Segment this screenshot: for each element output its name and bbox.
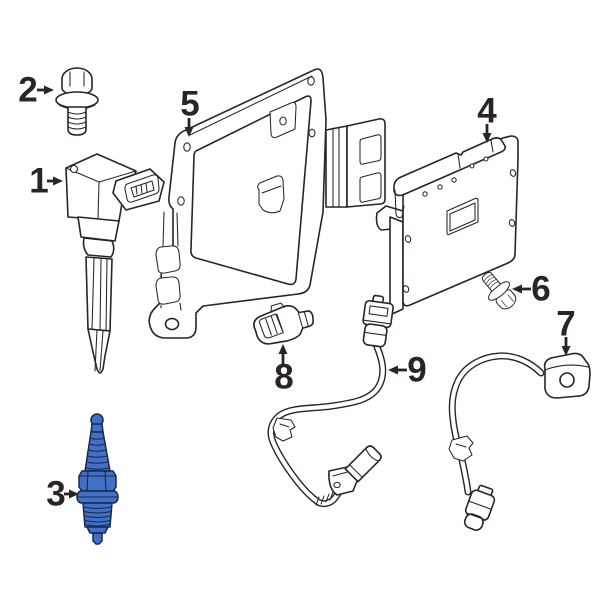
callout-7-arrow-head <box>561 346 571 356</box>
bracket-arm-slots <box>359 134 382 203</box>
callout-3-arrow-head <box>69 489 79 499</box>
callout-2-arrow-head <box>44 85 54 95</box>
coil-neck <box>82 237 115 258</box>
bracket-hole <box>183 142 191 152</box>
plug-electrode <box>92 532 103 545</box>
callout-1[interactable]: 1 <box>29 162 63 201</box>
coil-collar <box>77 216 120 242</box>
bracket-hole <box>177 196 185 206</box>
part-small-position-sensor[interactable] <box>250 296 318 349</box>
bolt-shaft <box>67 106 87 136</box>
knock-connector <box>463 484 496 531</box>
module-hole <box>404 235 412 243</box>
callout-5-arrow-head <box>184 127 194 137</box>
part-coil-bolt[interactable] <box>55 67 99 136</box>
harness-corrugation <box>315 491 334 506</box>
bracket-side-bump <box>155 245 181 274</box>
part-control-module[interactable] <box>375 135 519 316</box>
callout-7[interactable]: 7 <box>556 305 576 357</box>
wire-clip <box>448 435 474 462</box>
callout-6[interactable]: 6 <box>512 270 551 309</box>
part-mounting-bracket[interactable] <box>148 68 386 339</box>
plug-hex <box>78 470 117 492</box>
bracket-arm-channel <box>325 125 348 208</box>
coil-boss <box>69 164 79 174</box>
plug-threads <box>82 502 113 528</box>
callout-5-number: 5 <box>180 85 199 124</box>
bracket-inner-panel <box>190 95 312 286</box>
coil-connector-pins <box>130 180 155 198</box>
bolt-head <box>61 67 93 96</box>
bracket-center-clip <box>257 175 285 214</box>
plug-ribs <box>85 437 110 470</box>
module-hole <box>509 169 517 177</box>
callout-1-number: 1 <box>29 162 48 201</box>
bolt-threads <box>483 274 499 290</box>
callout-9-arrow-head <box>388 365 398 375</box>
bolt-flange <box>55 91 99 109</box>
flange-hole <box>333 481 341 489</box>
callout-6-number: 6 <box>531 270 550 309</box>
callout-9[interactable]: 9 <box>388 351 427 390</box>
plug-tip <box>86 526 109 534</box>
part-module-bolt[interactable] <box>475 266 522 315</box>
wire-clip <box>272 417 296 442</box>
callout-8-arrow-head <box>278 344 288 354</box>
bolt-threads <box>67 111 87 130</box>
callout-2-number: 2 <box>18 71 37 110</box>
callout-4[interactable]: 4 <box>477 92 497 144</box>
part-knock-sensor-harness[interactable] <box>448 352 591 532</box>
callout-5[interactable]: 5 <box>180 85 200 138</box>
module-connector-band <box>393 137 506 197</box>
sensor-tip <box>344 445 382 483</box>
module-hole <box>508 219 516 227</box>
callout-8-number: 8 <box>274 358 293 397</box>
callout-3[interactable]: 3 <box>46 475 79 514</box>
module-hole <box>402 285 410 293</box>
bracket-side-bump <box>155 276 181 305</box>
module-label-recess <box>446 197 479 236</box>
callout-2[interactable]: 2 <box>18 71 54 110</box>
module-left-strip <box>389 216 404 316</box>
callout-8[interactable]: 8 <box>274 344 294 397</box>
callout-9-number: 9 <box>407 351 426 390</box>
callout-4-number: 4 <box>477 92 497 131</box>
callout-4-arrow-head <box>482 133 492 143</box>
part-ignition-coil[interactable] <box>65 153 165 374</box>
knock-sensor-hole <box>559 372 575 388</box>
callout-1-arrow-head <box>53 176 63 186</box>
bracket-tab-hole <box>279 116 287 126</box>
part-position-sensor-harness[interactable] <box>267 294 394 508</box>
coil-shaft <box>85 256 113 332</box>
bracket-hole <box>308 128 316 138</box>
callout-6-arrow-head <box>512 284 522 294</box>
callout-7-number: 7 <box>556 305 575 344</box>
harness-connector <box>362 294 394 348</box>
coil-boot <box>87 328 111 374</box>
callout-3-number: 3 <box>46 475 65 514</box>
bracket-hole <box>307 76 315 86</box>
part-spark-plug[interactable] <box>76 413 119 545</box>
bracket-foot-hole <box>164 317 180 331</box>
